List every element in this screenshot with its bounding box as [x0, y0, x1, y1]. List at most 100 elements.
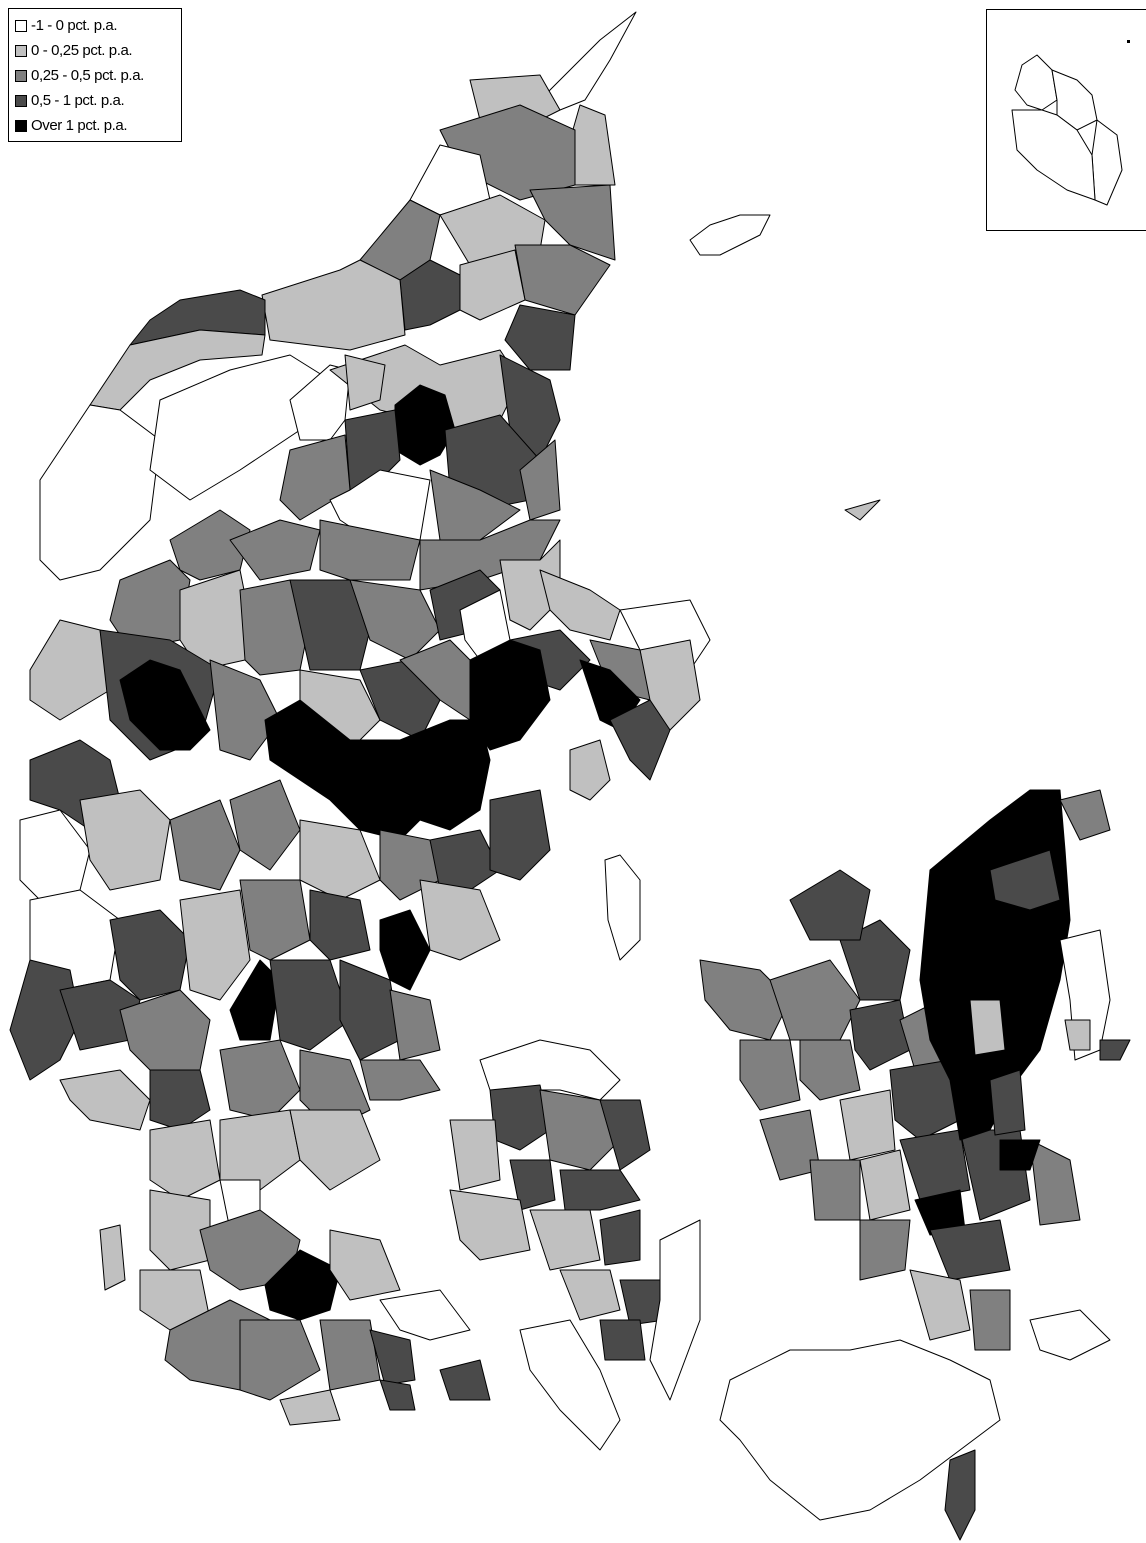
legend-item: 0,25 - 0,5 pct. p.a.: [15, 63, 175, 88]
region-sw-36: [379, 1289, 471, 1341]
legend-item: 0 - 0,25 pct. p.a.: [15, 38, 175, 63]
region-zea-14: [899, 1129, 971, 1201]
bornholm-inset: [986, 9, 1146, 231]
region-zea-7: [849, 999, 911, 1071]
region-west-island: [99, 1224, 126, 1291]
region-sw-6: [379, 909, 431, 991]
region-west-11: [169, 799, 241, 891]
region-north-tip: [539, 11, 637, 111]
region-sw-7: [419, 879, 501, 961]
region-zea-12: [809, 1159, 861, 1221]
region-nj-14: [89, 329, 266, 411]
region-zea-21: [969, 1289, 1011, 1351]
region-sw-2: [109, 909, 191, 1001]
region-limfjord-13: [519, 439, 561, 521]
region-center-black: [264, 699, 491, 841]
legend-label: -1 - 0 pct. p.a.: [31, 17, 118, 34]
region-zea-24: [969, 999, 1006, 1056]
region-west-13: [299, 819, 381, 901]
region-sw-17: [219, 1039, 301, 1121]
region-sw-22: [289, 1109, 381, 1191]
region-funen-15: [649, 1219, 701, 1401]
region-nj-2: [569, 104, 616, 186]
region-anholt: [844, 499, 881, 521]
legend-swatch: [15, 19, 27, 32]
region-funen-7: [449, 1189, 531, 1261]
region-sw-19: [359, 1059, 441, 1101]
region-west-1: [29, 619, 111, 721]
region-mid-2: [229, 519, 321, 581]
region-nj-11: [504, 304, 576, 371]
region-zea-23: [1059, 789, 1111, 841]
legend-item: -1 - 0 pct. p.a.: [15, 13, 175, 38]
bornholm-region-2: [1051, 69, 1098, 131]
region-zea-5: [739, 1039, 801, 1111]
region-limfjord-11: [329, 469, 431, 541]
region-funen-5: [449, 1119, 501, 1191]
legend-label: 0 - 0,25 pct. p.a.: [31, 42, 133, 59]
region-west-15: [429, 829, 501, 891]
region-zea-4: [789, 869, 871, 941]
region-mid-3: [319, 519, 421, 581]
region-sw-15: [59, 1069, 151, 1131]
region-sw-5: [309, 889, 371, 961]
region-falster-south: [944, 1449, 976, 1541]
region-zea-9: [839, 1089, 896, 1161]
region-sw-33: [279, 1389, 341, 1426]
region-funen-14: [519, 1319, 621, 1451]
region-sw-35: [439, 1359, 491, 1401]
region-nj-5: [529, 184, 616, 261]
region-samso: [604, 854, 641, 961]
region-mid-4: [419, 519, 561, 591]
region-mid-8: [289, 579, 371, 671]
bornholm-map: [1011, 40, 1130, 206]
legend-label: Over 1 pct. p.a.: [31, 117, 128, 134]
region-funen-11: [559, 1269, 621, 1321]
region-sw-26: [264, 1249, 341, 1321]
region-mid-13: [539, 569, 621, 641]
region-zea-10: [889, 1059, 961, 1141]
region-zea-18: [1029, 1139, 1081, 1226]
region-funen-6: [509, 1159, 556, 1211]
region-funen-9: [529, 1209, 601, 1271]
region-lolland: [719, 1339, 1001, 1521]
region-west-4: [209, 659, 281, 761]
region-nj-8: [514, 244, 611, 316]
legend-swatch: [15, 94, 27, 107]
region-sw-3: [179, 889, 251, 1001]
region-zea-29: [1099, 1039, 1131, 1061]
region-west-10: [79, 789, 171, 891]
region-laeso: [689, 214, 771, 256]
region-limfjord-6: [344, 354, 386, 411]
region-mid-9: [349, 579, 441, 661]
legend-label: 0,5 - 1 pct. p.a.: [31, 92, 125, 109]
region-west-7: [399, 639, 471, 721]
region-sw-13: [339, 959, 401, 1061]
region-zea-13: [859, 1149, 911, 1221]
region-zea-16: [859, 1219, 911, 1281]
region-zea-20: [909, 1269, 971, 1341]
bornholm-region-3: [1091, 119, 1123, 206]
region-zea-19: [929, 1219, 1011, 1281]
region-zea-26: [999, 1139, 1041, 1171]
region-funen-8: [559, 1169, 641, 1211]
bornholm-region-1: [1014, 54, 1058, 111]
region-sw-24: [149, 1189, 211, 1271]
region-zea-25: [989, 1069, 1026, 1136]
map-legend: -1 - 0 pct. p.a. 0 - 0,25 pct. p.a. 0,25…: [8, 8, 182, 142]
region-mid-21: [569, 739, 611, 801]
region-zea-6: [799, 1039, 861, 1101]
region-nj-10: [459, 249, 526, 321]
region-sw-12: [269, 959, 351, 1051]
legend-swatch: [15, 119, 27, 132]
region-funen-3: [539, 1089, 621, 1171]
region-nj-12: [261, 259, 406, 351]
region-sw-34: [379, 1379, 416, 1411]
region-mid-20: [609, 699, 671, 781]
region-zea-22: [989, 849, 1061, 911]
region-sw-16: [149, 1069, 211, 1131]
region-zea-28: [1064, 1019, 1091, 1051]
region-sw-11: [229, 959, 281, 1041]
region-sw-27: [329, 1229, 401, 1301]
